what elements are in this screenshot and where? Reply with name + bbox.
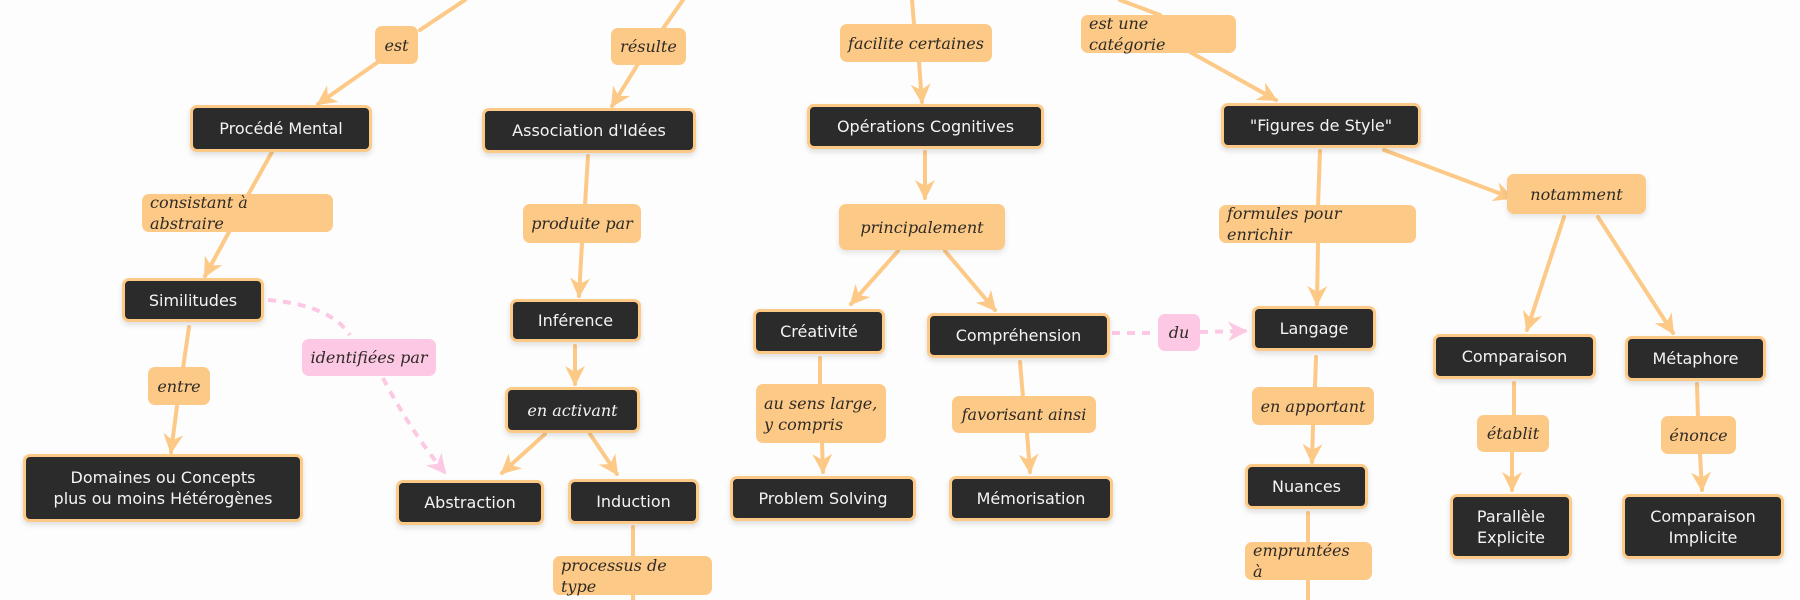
concept-abstraction[interactable]: Abstraction: [396, 480, 544, 525]
edge-top-to-resulte: [660, 0, 685, 32]
link-consistant[interactable]: consistant à abstraire: [142, 193, 333, 233]
link-en-apportant[interactable]: en apportant: [1252, 387, 1374, 425]
concept-figures-de-style[interactable]: "Figures de Style": [1221, 103, 1421, 148]
edge-est-to-procede: [316, 60, 380, 106]
edge-top-to-facilite: [910, 0, 916, 26]
edge-principalement-to-creativite: [849, 249, 900, 306]
edge-enactivant-to-induction: [588, 432, 619, 476]
concept-metaphore[interactable]: Métaphore: [1625, 336, 1766, 381]
edge-categorie-to-figures: [1188, 50, 1278, 102]
concept-nuances[interactable]: Nuances: [1245, 464, 1368, 509]
concept-comprehension[interactable]: Compréhension: [927, 313, 1110, 358]
edge-du-to-langage: [1199, 321, 1248, 342]
edge-langage-to-apportant: [1313, 355, 1318, 390]
link-principalement[interactable]: principalement: [839, 204, 1005, 250]
concept-inference[interactable]: Inférence: [510, 299, 641, 342]
edge-similitudes-to-entre: [181, 325, 191, 370]
edge-association-to-produite: [583, 154, 590, 207]
edge-enonce-to-implicite: [1691, 452, 1711, 492]
edge-figures-to-notamment: [1382, 148, 1514, 202]
concept-comparaison-implicite[interactable]: Comparaison Implicite: [1622, 494, 1784, 559]
concept-memorisation[interactable]: Mémorisation: [949, 476, 1113, 521]
link-resulte[interactable]: résulte: [611, 28, 686, 65]
concept-induction[interactable]: Induction: [568, 479, 699, 524]
edge-notamment-to-metaphore: [1596, 215, 1675, 335]
link-du[interactable]: du: [1158, 314, 1200, 351]
link-est-une-categorie[interactable]: est une catégorie: [1081, 14, 1236, 54]
edge-figures-to-formules: [1316, 149, 1322, 208]
link-produite-par[interactable]: produite par: [523, 204, 641, 243]
link-empruntees[interactable]: empruntées à: [1245, 541, 1372, 581]
edge-produite-to-inference: [570, 241, 591, 298]
edge-enactivant-to-abstraction: [500, 432, 547, 475]
concept-domaines[interactable]: Domaines ou Concepts plus ou moins Hétér…: [23, 454, 303, 522]
concept-problem-solving[interactable]: Problem Solving: [730, 476, 916, 521]
edge-sens-to-problem: [812, 441, 833, 474]
edge-principalement-to-comprehension: [943, 249, 997, 312]
edge-apportant-to-nuances: [1302, 424, 1323, 464]
link-enonce[interactable]: énonce: [1661, 416, 1736, 454]
link-etablit[interactable]: établit: [1477, 415, 1549, 452]
concept-similitudes[interactable]: Similitudes: [122, 278, 264, 322]
edge-formules-to-langage: [1307, 241, 1328, 306]
concept-creativite[interactable]: Créativité: [753, 309, 885, 354]
edge-top-to-categorie: [1118, 0, 1162, 17]
edge-notamment-to-comparaison: [1523, 215, 1566, 332]
edge-procede-to-consistant: [246, 150, 274, 197]
link-facilite[interactable]: facilite certaines: [840, 24, 992, 62]
edge-resulte-to-association: [610, 62, 640, 108]
link-en-activant[interactable]: en activant: [505, 387, 640, 433]
edge-metaphore-to-enonce: [1695, 382, 1700, 420]
edge-entre-to-domaines: [163, 404, 184, 454]
concept-procede-mental[interactable]: Procédé Mental: [190, 105, 372, 152]
edge-facilite-to-operations: [910, 60, 931, 104]
edge-top-to-est: [418, 0, 467, 32]
edge-identifiees-to-abstraction: [381, 377, 447, 475]
link-processus[interactable]: processus de type: [553, 556, 712, 596]
link-formules[interactable]: formules pour enrichir: [1219, 204, 1416, 244]
link-est[interactable]: est: [375, 26, 418, 64]
link-notamment[interactable]: notamment: [1507, 174, 1646, 214]
concept-parallele-explicite[interactable]: Parallèle Explicite: [1450, 494, 1572, 559]
concept-langage[interactable]: Langage: [1252, 306, 1376, 351]
edge-similitudes-to-identifiees: [267, 298, 352, 337]
edge-consistant-to-similitudes: [203, 230, 231, 278]
concept-operations[interactable]: Opérations Cognitives: [807, 104, 1044, 149]
edge-favorisant-to-memorisation: [1018, 431, 1039, 474]
link-entre[interactable]: entre: [148, 367, 210, 405]
link-identifiees-par[interactable]: identifiées par: [302, 339, 436, 376]
concept-comparaison[interactable]: Comparaison: [1433, 334, 1596, 379]
link-au-sens-large[interactable]: au sens large, y compris: [756, 384, 886, 443]
edge-comprehension-to-favorisant: [1018, 360, 1025, 399]
concept-association[interactable]: Association d'Idées: [482, 108, 696, 153]
link-favorisant[interactable]: favorisant ainsi: [952, 396, 1096, 433]
